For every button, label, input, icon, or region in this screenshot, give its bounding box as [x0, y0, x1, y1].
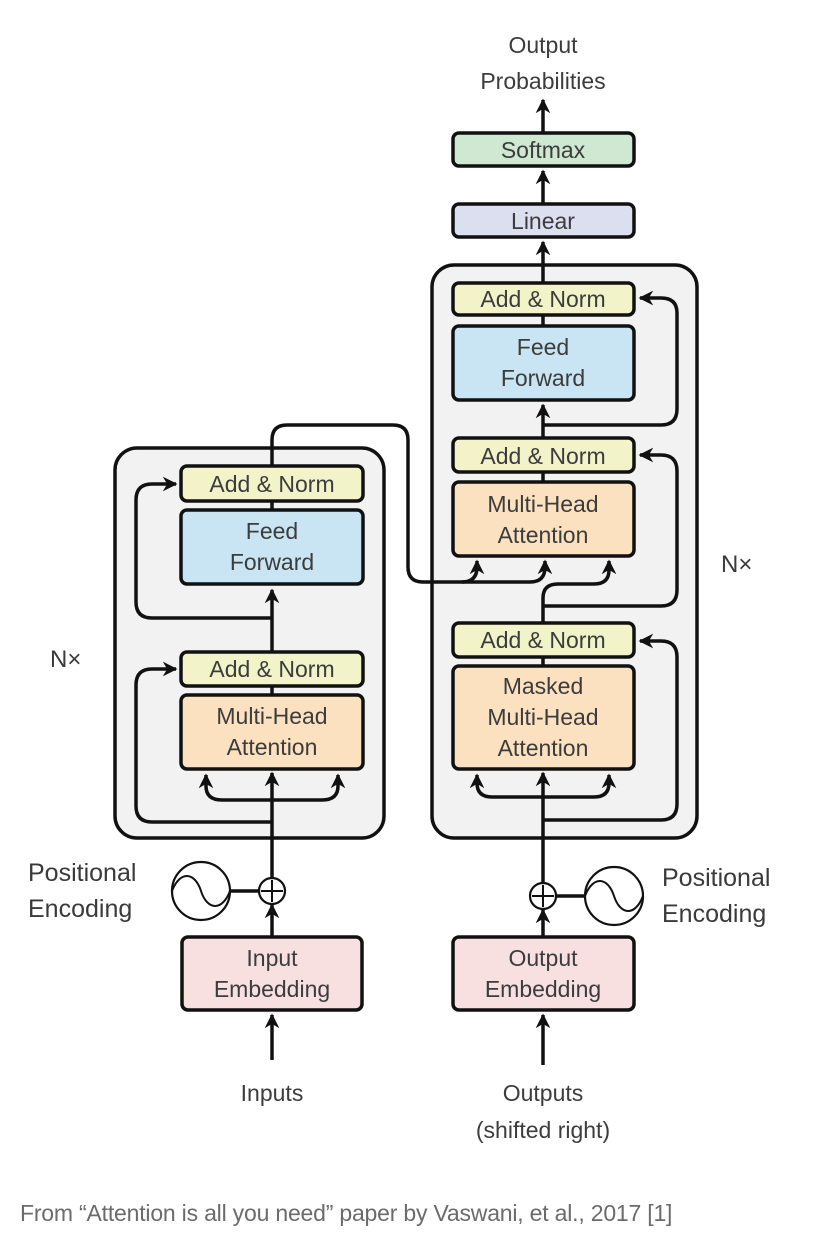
- input-embedding-line1: Input: [246, 945, 298, 971]
- decoder-wires: [469, 98, 679, 1065]
- outputs-label-line1: Outputs: [503, 1080, 584, 1106]
- decoder-add-norm-top: [451, 281, 636, 317]
- decoder-multi-head-attention: [451, 480, 636, 558]
- output-probabilities-line1: Output: [508, 32, 578, 58]
- linear-block: [451, 202, 636, 239]
- decoder-attn-line2: Attention: [498, 522, 589, 548]
- decoder-repeat-label: N×: [721, 551, 752, 578]
- input-embedding: [180, 935, 364, 1012]
- encoder-add-norm-top: [179, 464, 365, 503]
- decoder-attn-line1: Multi-Head: [487, 491, 598, 517]
- decoder-add-norm-bottom-label: Add & Norm: [480, 627, 605, 653]
- decoder-masked-multi-head-attention: [451, 664, 636, 771]
- arrow-encoder-attn-right: [272, 773, 346, 802]
- inputs-label: Inputs: [241, 1080, 304, 1106]
- encoder-add-norm-bottom: [179, 650, 365, 688]
- decoder-positional-encoding-line2: Encoding: [662, 900, 766, 928]
- arrow-masked-attn-left: [469, 773, 543, 799]
- decoder-add-norm-top-label: Add & Norm: [480, 286, 605, 312]
- decoder-residual-2: [543, 447, 679, 608]
- decoder-positional-encoding: [528, 865, 645, 927]
- output-probabilities-line2: Probabilities: [480, 68, 605, 94]
- encoder-add-norm-top-label: Add & Norm: [209, 471, 334, 497]
- encoder-attn-line2: Attention: [227, 734, 318, 760]
- encoder-ff-line1: Feed: [246, 518, 298, 544]
- encoder-feed-forward: [179, 508, 365, 586]
- arrow-encoder-attn-left: [198, 773, 272, 802]
- encoder-block: [113, 446, 386, 840]
- arrow-to-decoder-attention-query: [541, 559, 617, 623]
- encoder-positional-encoding-line1: Positional: [28, 859, 136, 887]
- encoder-repeat-label: N×: [50, 646, 81, 673]
- decoder-residual-3: [543, 290, 679, 427]
- encoder-multi-head-attention: [179, 693, 365, 771]
- figure-caption: From “Attention is all you need” paper b…: [20, 1200, 673, 1226]
- encoder-positional-encoding: [170, 860, 287, 922]
- linear-label: Linear: [511, 208, 575, 234]
- decoder-add-norm-bottom: [451, 621, 636, 659]
- arrow-masked-attn-right: [543, 773, 617, 799]
- encoder-add-norm-bottom-label: Add & Norm: [209, 656, 334, 682]
- softmax-label: Softmax: [501, 137, 586, 163]
- decoder-ff-line2: Forward: [501, 365, 585, 391]
- softmax-block: [451, 131, 636, 168]
- decoder-add-norm-middle: [451, 436, 636, 474]
- encoder-output-to-decoder-v: [462, 559, 553, 584]
- decoder-add-norm-middle-label: Add & Norm: [480, 443, 605, 469]
- decoder-masked-line3: Attention: [498, 735, 589, 761]
- transformer-diagram: Output Probabilities Softmax Linear Add …: [28, 32, 770, 1143]
- encoder-ff-line2: Forward: [230, 549, 314, 575]
- encoder-residual-2: [134, 476, 272, 620]
- decoder-feed-forward: [451, 324, 636, 402]
- decoder-ff-line1: Feed: [517, 334, 569, 360]
- input-embedding-line2: Embedding: [214, 976, 330, 1002]
- encoder-attn-line1: Multi-Head: [216, 703, 327, 729]
- output-embedding: [451, 935, 636, 1012]
- decoder-positional-encoding-line1: Positional: [662, 864, 770, 892]
- decoder-masked-line2: Multi-Head: [487, 704, 598, 730]
- encoder-residual-1: [134, 661, 272, 824]
- encoder-positional-encoding-line2: Encoding: [28, 895, 132, 923]
- output-embedding-line1: Output: [508, 945, 578, 971]
- decoder-residual-1: [543, 633, 679, 822]
- output-embedding-line2: Embedding: [485, 976, 601, 1002]
- decoder-masked-line1: Masked: [503, 673, 584, 699]
- outputs-label-line2: (shifted right): [476, 1117, 610, 1143]
